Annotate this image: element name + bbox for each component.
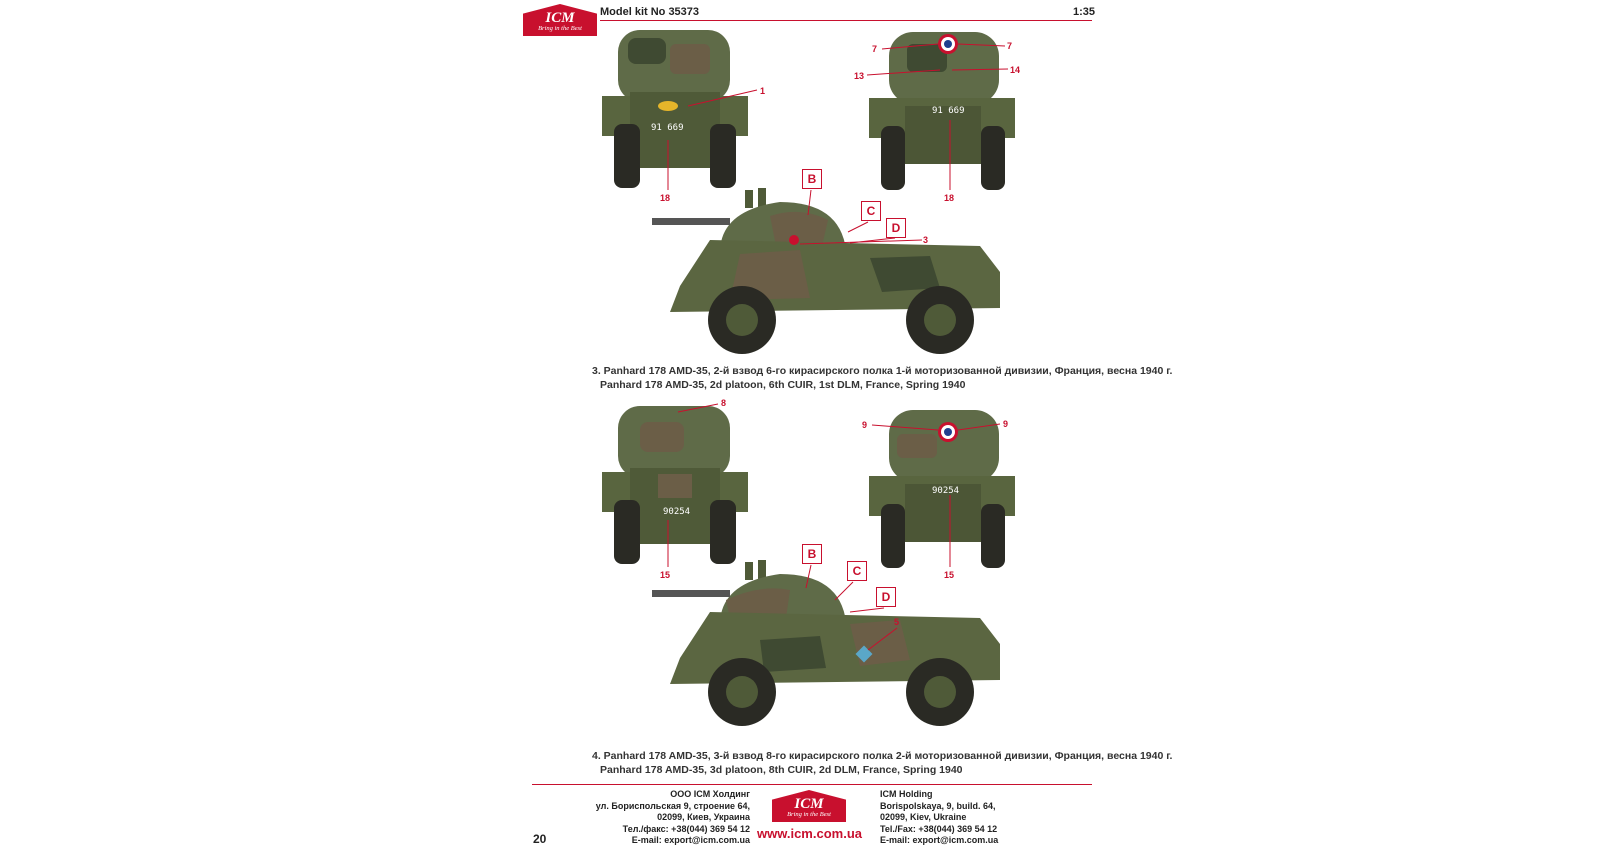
callout-18-rear: 18	[660, 193, 671, 203]
callout-13: 13	[854, 71, 865, 81]
callout-14: 14	[1010, 65, 1021, 75]
footer-en-street: Borispolskaya, 9, build. 64,	[880, 800, 996, 811]
top-front-view	[869, 32, 1015, 190]
logo-slogan: Bring in the Best	[538, 25, 582, 32]
caption-3-ru: 3. Panhard 178 AMD-35, 2-й взвод 6-го ки…	[592, 365, 1173, 377]
footer-address-en: ICM Holding Borispolskaya, 9, build. 64,…	[880, 789, 1080, 847]
top-rear-view	[602, 30, 748, 188]
callout-7-right: 7	[1007, 41, 1013, 51]
footer-en-email: E-mail: export@icm.com.ua	[880, 835, 999, 845]
callout-15-rear: 15	[660, 570, 671, 580]
footer-en-city: 02099, Kiev, Ukraine	[880, 812, 967, 822]
footer-address-ru: ООО ICM Холдинг ул. Бориспольская 9, стр…	[540, 789, 750, 847]
callout-7-left: 7	[872, 44, 878, 54]
footer-en-phone: Tel./Fax: +38(044) 369 54 12	[880, 823, 998, 834]
scale-label: 1:35	[1073, 6, 1096, 18]
page-number: 20	[533, 832, 547, 846]
footer-rule	[532, 784, 1092, 785]
footer-ru-email: E-mail: export@icm.com.ua	[631, 835, 750, 845]
callout-5: 5	[894, 617, 900, 627]
bottom-front-plate: 90254	[932, 486, 960, 496]
caption-3-en: Panhard 178 AMD-35, 2d platoon, 6th CUIR…	[600, 379, 966, 391]
footer-ru-company: ООО ICM Холдинг	[670, 789, 750, 799]
callout-3: 3	[923, 235, 929, 245]
caption-4-ru: 4. Panhard 178 AMD-35, 3-й взвод 8-го ки…	[592, 750, 1173, 762]
callout-9-right: 9	[1003, 419, 1009, 429]
footer-ru-street: ул. Бориспольская 9, строение 64,	[595, 800, 750, 811]
callout-15-front: 15	[944, 570, 955, 580]
marker-c-bottom: C	[847, 561, 867, 581]
bottom-rear-view	[602, 406, 748, 564]
top-rear-plate: 91 669	[651, 123, 684, 133]
header-rule	[600, 20, 1092, 21]
model-kit-label: Model kit No 35373	[600, 6, 700, 18]
marker-b-bottom: B	[802, 544, 822, 564]
callout-8: 8	[721, 398, 727, 408]
footer-logo-brand: ICM	[794, 796, 824, 812]
footer-en-company: ICM Holding	[880, 789, 933, 799]
callout-1: 1	[760, 86, 766, 96]
footer-logo-slogan: Bring in the Best	[787, 811, 831, 818]
caption-4-en: Panhard 178 AMD-35, 3d platoon, 8th CUIR…	[600, 764, 963, 776]
logo-brand: ICM	[545, 10, 575, 26]
footer-ru-city: 02099, Киев, Украина	[657, 812, 750, 822]
marker-d-top: D	[886, 218, 906, 238]
top-front-plate: 91 669	[932, 106, 965, 116]
callout-18-front: 18	[944, 193, 955, 203]
bottom-side-view	[652, 560, 1000, 726]
top-side-view	[652, 188, 1000, 354]
footer-ru-phone: Тел./факс: +38(044) 369 54 12	[622, 823, 750, 834]
callout-9-left: 9	[862, 420, 868, 430]
marker-c-top: C	[861, 201, 881, 221]
marker-b-top: B	[802, 169, 822, 189]
marker-d-bottom: D	[876, 587, 896, 607]
website-link[interactable]: www.icm.com.ua	[757, 826, 862, 841]
bottom-rear-plate: 90254	[663, 507, 691, 517]
bottom-front-view	[869, 410, 1015, 568]
